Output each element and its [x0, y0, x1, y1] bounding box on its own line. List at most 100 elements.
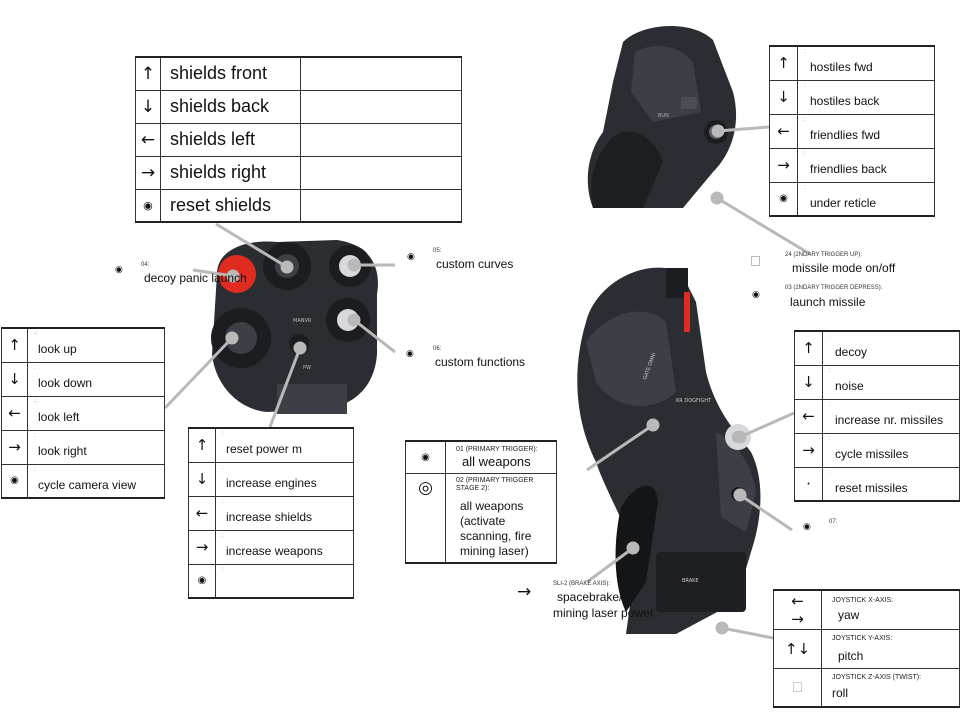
callout-sli-index: SLI-2 (BRAKE AXIS):	[553, 581, 611, 587]
row-index: :	[34, 364, 36, 371]
target-hat-table: ↑ :hostiles fwd ↓ :hostiles back ← :frie…	[769, 45, 935, 217]
row-index: -:	[34, 398, 38, 405]
shields-front-label: shields front	[159, 56, 301, 91]
arrow-left-icon: ←	[769, 113, 798, 149]
table-row: ◉ :under reticle	[769, 181, 935, 217]
manvr-label: MANVR	[293, 318, 312, 324]
row-index: :	[804, 150, 806, 157]
callout-07-dot-icon: ◉	[803, 522, 811, 532]
joystick-top-closeup: BUN	[587, 25, 737, 209]
hostiles-fwd-label: hostiles fwd	[810, 60, 873, 75]
shields-left-label: shields left	[159, 122, 301, 157]
table-row: → shields right	[135, 155, 463, 190]
spacebrake-label: spacebrake/	[557, 590, 623, 604]
trigger-table: ◉ 01 (PRIMARY TRIGGER): all weapons ◎ 02…	[405, 440, 557, 564]
increase-missiles-label: increase nr. missiles	[835, 413, 944, 427]
reset-power-label: reset power m	[226, 442, 303, 457]
trigger-2-caption: 02 (PRIMARY TRIGGER STAGE 2):	[456, 476, 534, 492]
brake-label: BRAKE	[682, 578, 699, 584]
look-left-label: look left	[38, 410, 80, 424]
arrow-left-icon: ←	[188, 495, 216, 531]
arrow-left-icon: ←	[794, 398, 823, 434]
press-dot-icon: ◉	[188, 563, 216, 599]
table-row: JOYSTICK Z-AXIS (TWIST): roll	[773, 667, 960, 708]
row-index: :	[804, 49, 806, 55]
arrow-down-icon: ↓	[794, 364, 823, 400]
row-index: :	[222, 566, 224, 573]
reset-shields-label: reset shields	[159, 188, 301, 223]
row-index: :	[222, 532, 224, 539]
press-dot-icon: ◉	[405, 440, 446, 474]
cycle-missiles-label: cycle missiles	[835, 447, 909, 461]
empty-cell	[299, 56, 463, 91]
callout-05-index: 05:	[433, 248, 442, 254]
look-down-label: look down	[38, 376, 93, 390]
axis-x-caption: JOYSTICK X-AXIS:	[832, 597, 894, 605]
callout-03-index: 03 (2NDARY TRIGGER DEPRESS):	[785, 285, 883, 291]
svg-text:BUN: BUN	[658, 113, 669, 119]
callout-04-index: 04:	[141, 262, 150, 268]
callout-03-dot-icon: ◉	[752, 290, 760, 300]
missile-mode-label: missile mode on/off	[792, 261, 896, 275]
twist-placeholder-icon	[793, 682, 802, 693]
axis-y-caption: JOYSTICK Y-AXIS:	[832, 634, 893, 642]
table-row: ↓ :noise	[794, 364, 960, 400]
arrow-right-icon: →	[794, 432, 823, 468]
row-index: :	[34, 432, 36, 439]
table-row: → :increase weapons	[188, 529, 354, 565]
arrow-up-icon: ↑	[135, 56, 161, 91]
shields-right-label: shields right	[159, 155, 301, 190]
table-row: ← -:look left	[1, 395, 165, 431]
callout-24-index: 24 (2NDARY TRIGGER UP):	[785, 252, 863, 258]
empty-cell	[299, 89, 463, 124]
table-row: ↑ :decoy	[794, 330, 960, 366]
row-index: :	[829, 435, 831, 442]
roll-label: roll	[832, 686, 849, 701]
cycle-camera-view-label: cycle camera view	[38, 477, 137, 492]
table-row: ◉ reset shields	[135, 188, 463, 223]
table-row: ← shields left	[135, 122, 463, 157]
toggle-placeholder-icon	[751, 256, 760, 266]
hostiles-back-label: hostiles back	[810, 94, 880, 108]
press-dot-icon: ◉	[769, 181, 798, 217]
pwr-label: PW	[303, 365, 311, 371]
reset-missiles-label: reset missiles	[835, 480, 908, 495]
arrow-left-icon: ←	[1, 395, 28, 431]
table-row: ← :increase shields	[188, 495, 354, 531]
shields-back-label: shields back	[159, 89, 301, 124]
double-press-icon: ◎	[405, 472, 446, 563]
joystick-left-closeup: MANVR PW	[211, 240, 378, 414]
look-hat-table: ↑ -:look up ↓ :look down ← -:look left →…	[1, 327, 165, 499]
row-index: :	[829, 469, 831, 476]
table-row: · :reset missiles	[794, 466, 960, 502]
increase-weapons-label: increase weapons	[226, 544, 323, 558]
increase-shields-label: increase shields	[226, 510, 313, 524]
table-row: ◉ :	[188, 563, 354, 599]
callout-06-index: 06:	[433, 346, 442, 352]
row-index: :	[804, 184, 806, 191]
table-row: ← → JOYSTICK X-AXIS: yaw	[773, 589, 960, 630]
pitch-label: pitch	[838, 648, 864, 663]
table-row: ◉ :cycle camera view	[1, 463, 165, 499]
empty-cell	[299, 188, 463, 223]
friendlies-fwd-label: friendlies fwd	[810, 128, 881, 142]
callout-05-dot-icon: ◉	[407, 252, 415, 262]
arrow-up-icon: ↑	[1, 327, 28, 363]
row-index: :	[222, 431, 224, 437]
arrow-down-icon: ↓	[188, 461, 216, 497]
arrow-right-icon: →	[135, 155, 161, 190]
look-right-label: look right	[38, 444, 87, 458]
axis-z-icon	[773, 667, 822, 708]
empty-cell	[299, 122, 463, 157]
kr-label: KR DOGFIGHT	[676, 398, 712, 404]
trigger-1-label: all weapons	[462, 453, 531, 469]
callout-07-index: 07:	[829, 519, 838, 525]
table-row: ◎ 02 (PRIMARY TRIGGER STAGE 2): all weap…	[405, 472, 557, 563]
table-row: ↓ shields back	[135, 89, 463, 124]
row-index: :	[222, 498, 224, 505]
arrow-left-icon: ←	[135, 122, 161, 157]
press-dot-icon: ◉	[135, 188, 161, 223]
table-row: → :friendlies back	[769, 147, 935, 183]
table-row: ↑↓ JOYSTICK Y-AXIS: pitch	[773, 628, 960, 669]
